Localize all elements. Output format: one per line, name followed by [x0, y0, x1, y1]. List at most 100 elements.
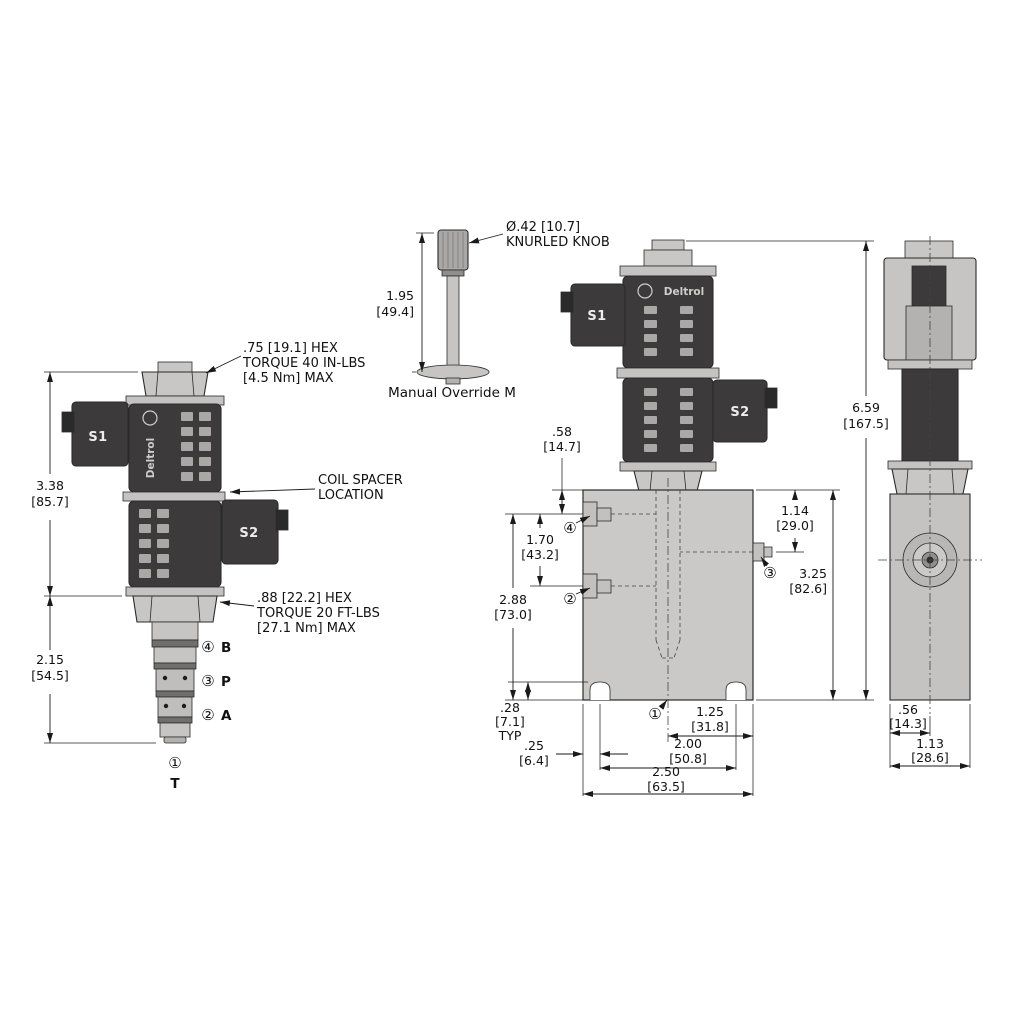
- dim-288-in: 2.88: [499, 592, 527, 607]
- dim-coil-height-in: 3.38: [36, 478, 64, 493]
- front-s2-connector: [712, 379, 768, 443]
- override-stem: [446, 275, 460, 371]
- dim-250-mm: [63.5]: [647, 779, 685, 794]
- side-valve-body: [878, 236, 982, 714]
- dim-058-mm: [14.7]: [543, 439, 581, 454]
- dim-659-mm: [167.5]: [843, 416, 889, 431]
- dim-125-in: 1.25: [696, 704, 724, 719]
- dim-125-mm: [31.8]: [691, 719, 729, 734]
- coil-frame-bottom: [125, 586, 225, 597]
- cartridge-nose: [163, 736, 187, 744]
- dim-114-mm: [29.0]: [776, 518, 814, 533]
- mounting-slot-right: [725, 681, 747, 700]
- front-upper-coil-slots: [644, 306, 693, 356]
- left-port-callouts: ④ B ③ P ② A ① T: [168, 638, 232, 792]
- bottom-hex-note-1: .88 [22.2] HEX: [257, 591, 352, 606]
- dim-325-in: 3.25: [799, 566, 827, 581]
- port-2-symbol: ②: [201, 706, 214, 724]
- override-view: 1.95 [49.4] Ø.42 [10.7] KNURLED KNOB Man…: [376, 220, 609, 401]
- front-frame-bottom: [619, 461, 717, 472]
- coil-spacer-note-1: COIL SPACER: [318, 473, 403, 488]
- front-frame-top: [619, 265, 717, 277]
- dim-028-in: .28: [500, 700, 520, 715]
- dim-200-in: 2.00: [674, 736, 702, 751]
- top-hex-note-2: TORQUE 40 IN-LBS: [242, 356, 365, 371]
- override-flange: [416, 364, 490, 380]
- left-view: Deltrol S1 S2: [31, 341, 403, 792]
- dim-025-in: .25: [524, 738, 544, 753]
- front-spacer-plate: [616, 367, 720, 379]
- front-right-dimensions: 1.14 [29.0] 3.25 [82.6] 6.59 [167.5]: [686, 240, 889, 701]
- override-caption: Manual Override M: [388, 385, 516, 401]
- dim-028-mm: [7.1]: [495, 714, 525, 729]
- override-dimension: 1.95 [49.4]: [376, 232, 434, 373]
- top-hex-note-1: .75 [19.1] HEX: [243, 341, 338, 356]
- override-note: Ø.42 [10.7] KNURLED KNOB: [468, 220, 610, 250]
- front-port-1-symbol: ①: [648, 705, 661, 723]
- override-body: [416, 229, 490, 385]
- knurl-texture: [442, 232, 464, 268]
- dim-113-in: 1.13: [916, 736, 944, 751]
- brand-text-left: Deltrol: [145, 438, 157, 478]
- front-port-2-symbol: ②: [563, 590, 576, 608]
- front-s1-connector: [570, 283, 626, 347]
- side-view: .56 [14.3] 1.13 [28.6]: [878, 236, 982, 769]
- upper-coil-slots: [181, 412, 211, 481]
- port-1-symbol: ①: [168, 754, 181, 772]
- dim-170-in: 1.70: [526, 532, 554, 547]
- dim-025-mm: [6.4]: [519, 753, 549, 768]
- dim-114-in: 1.14: [781, 503, 809, 518]
- dim-325-mm: [82.6]: [789, 581, 827, 596]
- coil-spacer-plate: [122, 491, 226, 502]
- front-s2-cable-port: [764, 387, 778, 409]
- knob-note-1: Ø.42 [10.7]: [506, 220, 580, 235]
- override-dim-mm: [49.4]: [376, 304, 414, 319]
- side-housing-step: [905, 305, 953, 361]
- dim-cartridge-length-in: 2.15: [36, 652, 64, 667]
- front-top-cap: [651, 239, 685, 251]
- coil-spacer-note-2: LOCATION: [318, 488, 384, 503]
- knob-collar: [441, 269, 465, 277]
- front-lower-coil: [622, 377, 714, 463]
- front-lower-coil-slots: [644, 388, 693, 452]
- front-s1-label: S1: [587, 309, 606, 324]
- dim-056-in: .56: [898, 702, 918, 717]
- bottom-hex-note-3: [27.1 Nm] MAX: [257, 621, 356, 636]
- bottom-hex-nut: [132, 595, 218, 623]
- port-b-label: B: [221, 640, 231, 656]
- front-top-hex: [643, 249, 693, 267]
- dim-288-mm: [73.0]: [494, 607, 532, 622]
- dim-250-in: 2.50: [652, 764, 680, 779]
- left-notes: .75 [19.1] HEX TORQUE 40 IN-LBS [4.5 Nm]…: [205, 341, 403, 636]
- brand-logo-mark: [142, 410, 158, 426]
- side-connector-window: [911, 265, 947, 307]
- override-tip: [445, 377, 461, 385]
- port-a-label: A: [221, 708, 232, 724]
- manifold-block: [582, 478, 773, 742]
- dim-170-mm: [43.2]: [521, 547, 559, 562]
- cartridge-bore-hidden-lines: [583, 490, 753, 659]
- front-port-3-symbol: ③: [763, 564, 776, 582]
- dim-058-in: .58: [552, 424, 572, 439]
- side-hex-facets: [905, 468, 955, 495]
- s2-cable-port: [275, 509, 289, 531]
- dim-028-typ: TYP: [498, 728, 522, 743]
- top-cap: [157, 361, 193, 373]
- s2-label: S2: [239, 526, 258, 541]
- port-3-boss: [752, 542, 773, 562]
- brand-logo-mark-front: [637, 283, 653, 299]
- bottom-hex-note-2: TORQUE 20 FT-LBS: [256, 606, 380, 621]
- front-valve-body: Deltrol S1 S2: [560, 239, 778, 492]
- top-hex-facets: [155, 371, 195, 397]
- dim-056-mm: [14.3]: [889, 716, 927, 731]
- left-valve-body: Deltrol S1 S2: [61, 361, 289, 744]
- dim-200-mm: [50.8]: [669, 751, 707, 766]
- mounting-slot-left: [589, 681, 611, 700]
- front-s1-cable-port: [560, 291, 574, 313]
- override-dim-in: 1.95: [386, 288, 414, 303]
- front-port-callouts: ④ ② ③ ①: [563, 515, 777, 723]
- port-3-symbol: ③: [201, 672, 214, 690]
- dim-659-in: 6.59: [852, 400, 880, 415]
